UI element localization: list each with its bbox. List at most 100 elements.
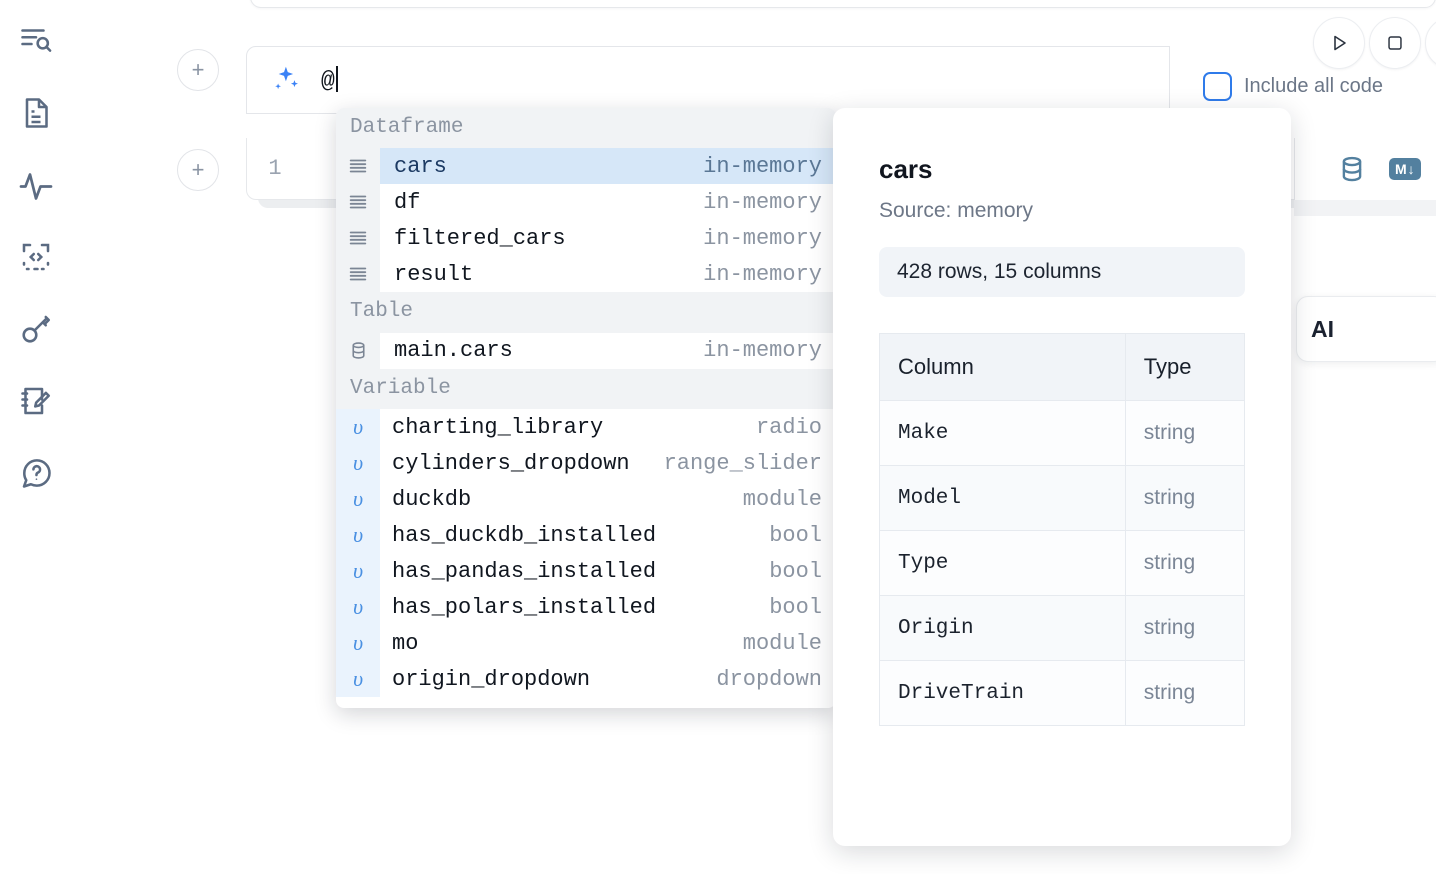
variable-icon: υ [336,589,380,626]
autocomplete-item-type: dropdown [716,666,822,692]
markdown-icon[interactable]: M↓ [1389,158,1421,180]
dataframe-icon [336,220,380,257]
key-icon[interactable] [14,306,58,352]
code-snippet-icon[interactable] [14,234,58,280]
stop-button[interactable] [1369,17,1421,69]
more-actions-button[interactable] [1425,17,1436,69]
cell-tools: M↓ [1294,138,1436,200]
include-all-code-checkbox[interactable] [1203,72,1232,101]
document-icon[interactable] [14,90,58,136]
autocomplete-item-name: has_duckdb_installed [392,522,657,548]
autocomplete-item[interactable]: υ has_pandas_installed bool [336,553,836,590]
preview-source: Source: memory [879,199,1034,222]
autocomplete-item[interactable]: df in-memory [336,184,836,221]
autocomplete-item-type: bool [769,594,822,620]
cell-column-name: Make [879,400,1126,466]
autocomplete-item-type: module [742,486,822,512]
autocomplete-item-type: module [742,630,822,656]
dataframe-icon [336,256,380,293]
cell-column-name: Type [879,530,1126,596]
autocomplete-item-type: in-memory [703,338,822,364]
add-cell-below-button[interactable]: + [177,149,219,191]
add-cell-above-button[interactable]: + [177,49,219,91]
include-all-code-label: Include all code [1244,75,1383,97]
autocomplete-item[interactable]: υ has_polars_installed bool [336,589,836,626]
variable-icon: υ [336,625,380,662]
cell-strip [1294,200,1436,216]
autocomplete-item-name: duckdb [392,486,472,512]
autocomplete-section-header: Dataframe [336,108,836,149]
variable-icon: υ [336,445,380,482]
autocomplete-item-name: df [394,189,421,215]
dataframe-icon [336,148,380,185]
markdown-label: M [1395,161,1407,177]
autocomplete-item-name: cylinders_dropdown [392,450,630,476]
autocomplete-item-name: mo [392,630,419,656]
ai-prompt-bar[interactable]: @ [246,46,1170,114]
autocomplete-section-header: Table [336,292,836,333]
variable-icon: υ [336,661,380,698]
ai-float-button[interactable]: AI [1296,296,1436,362]
autocomplete-item-type: bool [769,558,822,584]
explorer-search-icon[interactable] [14,18,58,64]
autocomplete-item-type: in-memory [703,225,822,251]
cell-column-type: string [1124,660,1246,726]
autocomplete-item-type: in-memory [703,153,822,179]
autocomplete-item[interactable]: main.cars in-memory [336,332,836,369]
autocomplete-item[interactable]: cars in-memory [336,148,836,185]
autocomplete-item-name: main.cars [394,338,513,364]
ai-prompt-input[interactable]: @ [321,66,338,94]
cell-column-type: string [1124,400,1246,466]
ai-prompt-value: @ [321,68,335,94]
database-icon [336,332,380,369]
notebook-edit-icon[interactable] [14,378,58,424]
include-all-code-row[interactable]: Include all code [1203,72,1383,101]
activity-icon[interactable] [14,162,58,208]
autocomplete-item-type: in-memory [703,189,822,215]
cell-column-type: string [1124,530,1246,596]
autocomplete-item-name: charting_library [392,414,604,440]
autocomplete-item-name: has_pandas_installed [392,558,657,584]
variable-icon: υ [336,517,380,554]
preview-panel: cars Source: memory 428 rows, 15 columns… [833,108,1291,846]
markdown-arrow: ↓ [1407,161,1415,177]
cell-column-name: DriveTrain [879,660,1126,726]
autocomplete-item-name: filtered_cars [394,225,566,251]
previous-cell-edge [250,0,1436,8]
autocomplete-item-name: cars [394,153,447,179]
cell-column-type: string [1124,595,1246,661]
table-header-row: Column Type [879,333,1246,401]
help-chat-icon[interactable] [14,450,58,496]
autocomplete-item[interactable]: υ cylinders_dropdown range_slider [336,445,836,482]
autocomplete-item[interactable]: filtered_cars in-memory [336,220,836,257]
cell-column-name: Model [879,465,1126,531]
run-button[interactable] [1313,17,1365,69]
cell-column-name: Origin [879,595,1126,661]
cell-column-type: string [1124,465,1246,531]
autocomplete-item-type: in-memory [703,261,822,287]
database-icon[interactable] [1337,154,1367,184]
variable-icon: υ [336,553,380,590]
line-number: 1 [268,156,282,181]
autocomplete-item-name: has_polars_installed [392,594,657,620]
autocomplete-item-type: range_slider [663,450,822,476]
autocomplete-item-type: radio [755,414,822,440]
preview-shape: 428 rows, 15 columns [879,247,1245,297]
header-type: Type [1124,333,1246,401]
variable-icon: υ [336,481,380,518]
sidebar-rail [0,0,72,874]
header-column: Column [879,333,1126,401]
autocomplete-section-header: Variable [336,368,836,410]
